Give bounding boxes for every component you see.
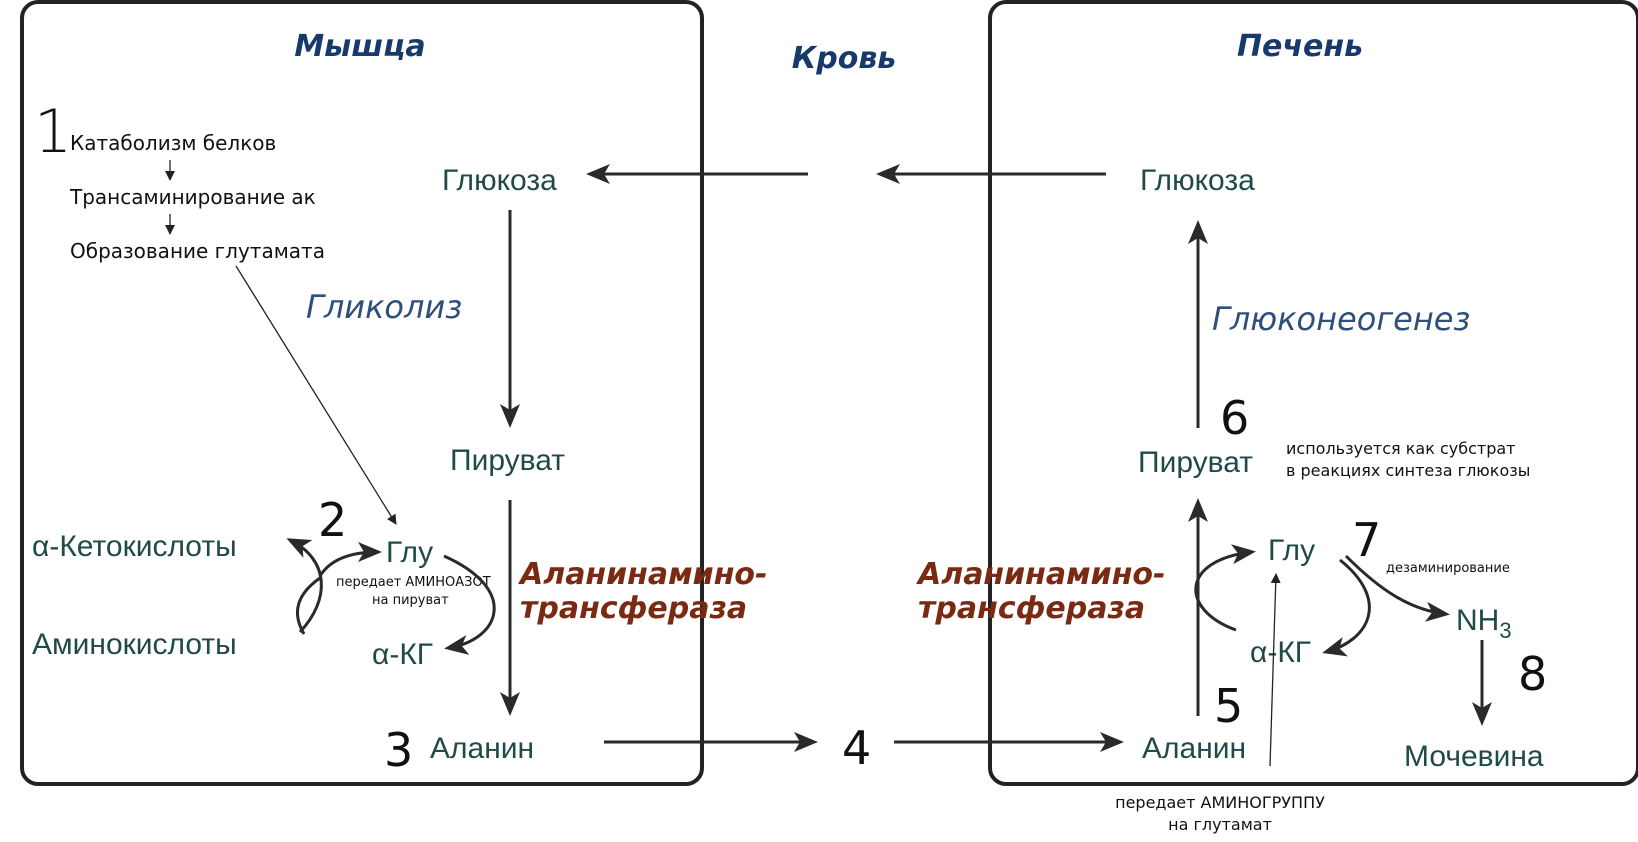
liver-enzyme-line1: Аланинамино- <box>916 557 1166 592</box>
ammonia-label: NH3 <box>1456 604 1512 643</box>
liver-glu-to-akg-curve <box>1322 558 1371 657</box>
liver-transamination-curve-left <box>1194 544 1256 632</box>
muscle-box <box>20 0 704 786</box>
blood-title: Кровь <box>792 41 897 76</box>
muscle-glu: Глу <box>386 536 433 569</box>
muscle-aminoacid-curve <box>295 576 321 635</box>
gluconeogenesis-label: Глюконеогенез <box>1212 300 1470 338</box>
muscle-pyruvate: Пируват <box>450 444 565 477</box>
liver-enzyme-line2: трансфераза <box>918 591 1145 626</box>
liver-deamination-curve <box>1344 554 1450 622</box>
step-number-7: 7 <box>1352 513 1381 567</box>
glutamate-pointer-line <box>235 265 397 525</box>
step-number-2: 2 <box>318 493 347 547</box>
urea-label: Мочевина <box>1404 740 1544 773</box>
muscle-alanine: Аланин <box>430 732 534 765</box>
step-number-8: 8 <box>1518 647 1547 701</box>
liver-title: Печень <box>1237 29 1363 64</box>
step-glutamate-formation: Образование глутамата <box>70 239 325 263</box>
muscle-akg: α-КГ <box>372 638 433 671</box>
aminoacids: Аминокислоты <box>32 628 237 661</box>
liver-pyruvate-note-line2: в реакциях синтеза глюкозы <box>1286 461 1530 480</box>
step-number-5: 5 <box>1214 679 1243 733</box>
muscle-glucose: Глюкоза <box>442 164 557 197</box>
liver-glucose: Глюкоза <box>1140 164 1255 197</box>
liver-pyruvate: Пируват <box>1138 446 1253 479</box>
muscle-glu-note-line1: передает АМИНОАЗОТ <box>336 575 491 590</box>
step-number-6: 6 <box>1220 391 1249 445</box>
muscle-title: Мышца <box>294 29 425 64</box>
alanine-to-glu-pointer-line <box>1269 573 1281 767</box>
liver-alanine-note-line2: на глутамат <box>1168 815 1272 834</box>
liver-box <box>988 0 1638 786</box>
muscle-transamination-curve-right <box>318 542 382 577</box>
deamination-label: дезаминирование <box>1386 561 1510 576</box>
liver-glu: Глу <box>1268 534 1315 567</box>
liver-akg: α-КГ <box>1250 636 1311 669</box>
glycolysis-label: Гликолиз <box>306 288 462 326</box>
liver-alanine: Аланин <box>1142 732 1246 765</box>
step-protein-catabolism: Катаболизм белков <box>70 131 276 155</box>
liver-alanine-note-line1: передает АМИНОГРУППУ <box>1115 793 1325 812</box>
muscle-enzyme-line1: Аланинамино- <box>518 557 768 592</box>
liver-pyruvate-note-line1: используется как субстрат <box>1286 439 1516 458</box>
step-transamination: Трансаминирование ак <box>69 185 316 209</box>
step-number-3: 3 <box>384 723 413 777</box>
muscle-glu-note-line2: на пируват <box>372 593 449 608</box>
ketoacids: α-Кетокислоты <box>32 530 237 563</box>
muscle-enzyme-line2: трансфераза <box>520 591 747 626</box>
step-number-4: 4 <box>842 721 871 775</box>
muscle-transamination-curve-left <box>286 538 323 634</box>
muscle-glu-to-akg-curve <box>443 554 496 655</box>
step-number-1: 1 <box>34 97 72 167</box>
